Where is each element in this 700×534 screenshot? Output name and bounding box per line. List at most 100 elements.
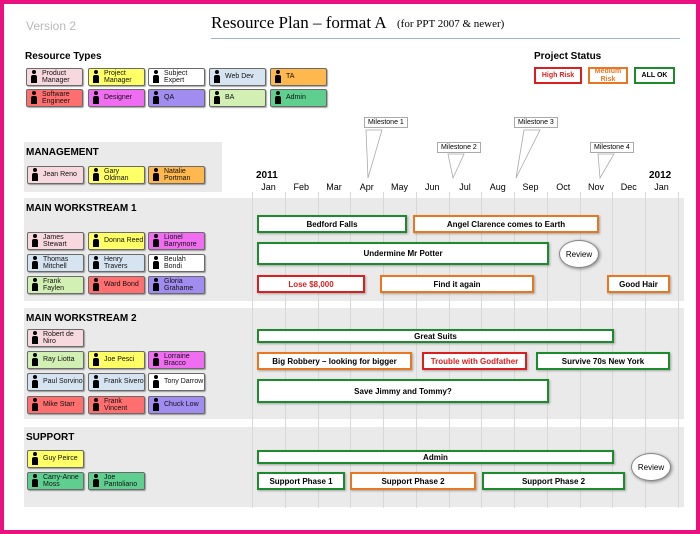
resource-types-heading: Resource Types bbox=[25, 51, 102, 62]
person-chip: Paul Sorvino bbox=[27, 373, 84, 391]
person-icon bbox=[31, 452, 39, 466]
title-divider bbox=[211, 38, 680, 39]
person-chip: Tony Darrow bbox=[148, 373, 205, 391]
month-gridline bbox=[252, 192, 253, 508]
project-status-heading: Project Status bbox=[534, 51, 602, 62]
support-review-marker: Review bbox=[631, 453, 671, 481]
person-icon bbox=[152, 375, 160, 389]
person-icon bbox=[152, 353, 160, 367]
month-gridline bbox=[678, 192, 679, 508]
month-label: May bbox=[390, 182, 408, 192]
person-icon bbox=[92, 375, 100, 389]
task-great-suits: Great Suits bbox=[257, 329, 614, 343]
person-chip: Carry-Anne Moss bbox=[27, 472, 84, 490]
person-name: Robert de Niro bbox=[43, 330, 74, 346]
person-icon bbox=[92, 256, 100, 270]
person-icon bbox=[92, 70, 100, 84]
person-icon bbox=[31, 234, 39, 248]
task-lose-8000: Lose $8,000 bbox=[257, 275, 365, 293]
person-icon bbox=[92, 474, 100, 488]
resource-type-label: Web Dev bbox=[225, 73, 254, 81]
resource-type-ta: TA bbox=[270, 68, 327, 86]
person-name: Ray Liotta bbox=[43, 356, 75, 364]
person-icon bbox=[152, 234, 160, 248]
resource-type-label: Software Engineer bbox=[42, 90, 71, 106]
person-icon bbox=[31, 474, 39, 488]
task-big-robbery: Big Robbery – looking for bigger bbox=[257, 352, 412, 370]
person-icon bbox=[152, 256, 160, 270]
person-chip: Chuck Low bbox=[148, 396, 205, 414]
person-icon bbox=[30, 91, 38, 105]
month-gridline bbox=[416, 192, 417, 508]
person-chip: Henry Travers bbox=[88, 254, 145, 272]
person-icon bbox=[213, 70, 221, 84]
person-name: Carry-Anne Moss bbox=[43, 473, 79, 489]
person-icon bbox=[31, 375, 39, 389]
person-name: Frank Sivero bbox=[104, 378, 144, 386]
month-label: Apr bbox=[359, 182, 374, 192]
month-gridline bbox=[383, 192, 384, 508]
person-name: Guy Peirce bbox=[43, 455, 78, 463]
resource-type-label: Admin bbox=[286, 94, 306, 102]
resource-type-label: Designer bbox=[104, 94, 133, 102]
task-admin: Admin bbox=[257, 450, 614, 464]
resource-type-label: Subject Expert bbox=[164, 69, 188, 85]
support-heading: SUPPORT bbox=[26, 432, 75, 443]
person-icon bbox=[31, 353, 39, 367]
person-name: Lorraine Bracco bbox=[164, 352, 190, 368]
person-chip: James Stewart bbox=[27, 232, 84, 250]
person-icon bbox=[92, 234, 100, 248]
person-icon bbox=[92, 91, 100, 105]
person-name: James Stewart bbox=[43, 233, 67, 249]
person-icon bbox=[274, 91, 282, 105]
status-all-ok-label: ALL OK bbox=[641, 71, 668, 79]
person-chip: Gloria Grahame bbox=[148, 276, 205, 294]
resource-type-project-manager: Project Manager bbox=[88, 68, 145, 86]
person-name: Joe Pesci bbox=[104, 356, 135, 364]
person-icon bbox=[152, 278, 160, 292]
milestone-1: Milestone 1 bbox=[364, 117, 408, 128]
task-good-hair: Good Hair bbox=[607, 275, 670, 293]
month-gridline bbox=[285, 192, 286, 508]
person-icon bbox=[152, 398, 160, 412]
person-name: Beulah Bondi bbox=[164, 255, 186, 271]
person-chip: Frank Faylen bbox=[27, 276, 84, 294]
resource-type-admin: Admin bbox=[270, 89, 327, 107]
person-name: Donna Reed bbox=[104, 237, 144, 245]
person-chip: Robert de Niro bbox=[27, 329, 84, 347]
person-chip: Gary Oldman bbox=[88, 166, 145, 184]
task-support-phase-2a: Support Phase 2 bbox=[350, 472, 476, 490]
ws1-review-marker: Review bbox=[559, 240, 599, 268]
person-icon bbox=[31, 168, 39, 182]
task-undermine-mr-potter: Undermine Mr Potter bbox=[257, 242, 549, 265]
task-angel-clarence: Angel Clarence comes to Earth bbox=[413, 215, 599, 233]
month-label: Jul bbox=[459, 182, 471, 192]
month-gridline bbox=[612, 192, 613, 508]
resource-type-ba: BA bbox=[209, 89, 266, 107]
year-end: 2012 bbox=[649, 170, 672, 181]
person-icon bbox=[92, 168, 100, 182]
person-icon bbox=[92, 278, 100, 292]
person-icon bbox=[92, 398, 100, 412]
person-name: Gloria Grahame bbox=[164, 277, 194, 293]
resource-type-qa: QA bbox=[148, 89, 205, 107]
person-name: Lionel Barrymore bbox=[164, 233, 197, 249]
person-icon bbox=[31, 278, 39, 292]
task-save-jimmy-tommy: Save Jimmy and Tommy? bbox=[257, 379, 549, 403]
month-gridline bbox=[547, 192, 548, 508]
person-name: Gary Oldman bbox=[104, 167, 129, 183]
resource-type-label: TA bbox=[286, 73, 295, 81]
task-support-phase-1: Support Phase 1 bbox=[257, 472, 345, 490]
person-chip: Jean Reno bbox=[27, 166, 84, 184]
person-chip: Frank Sivero bbox=[88, 373, 145, 391]
person-chip: Mike Starr bbox=[27, 396, 84, 414]
person-name: Chuck Low bbox=[164, 401, 199, 409]
person-icon bbox=[92, 353, 100, 367]
person-chip: Donna Reed bbox=[88, 232, 145, 250]
person-chip: Natalie Portman bbox=[148, 166, 205, 184]
person-chip: Joe Pesci bbox=[88, 351, 145, 369]
resource-type-label: BA bbox=[225, 94, 235, 102]
month-label: Oct bbox=[556, 182, 571, 192]
person-icon bbox=[152, 70, 160, 84]
